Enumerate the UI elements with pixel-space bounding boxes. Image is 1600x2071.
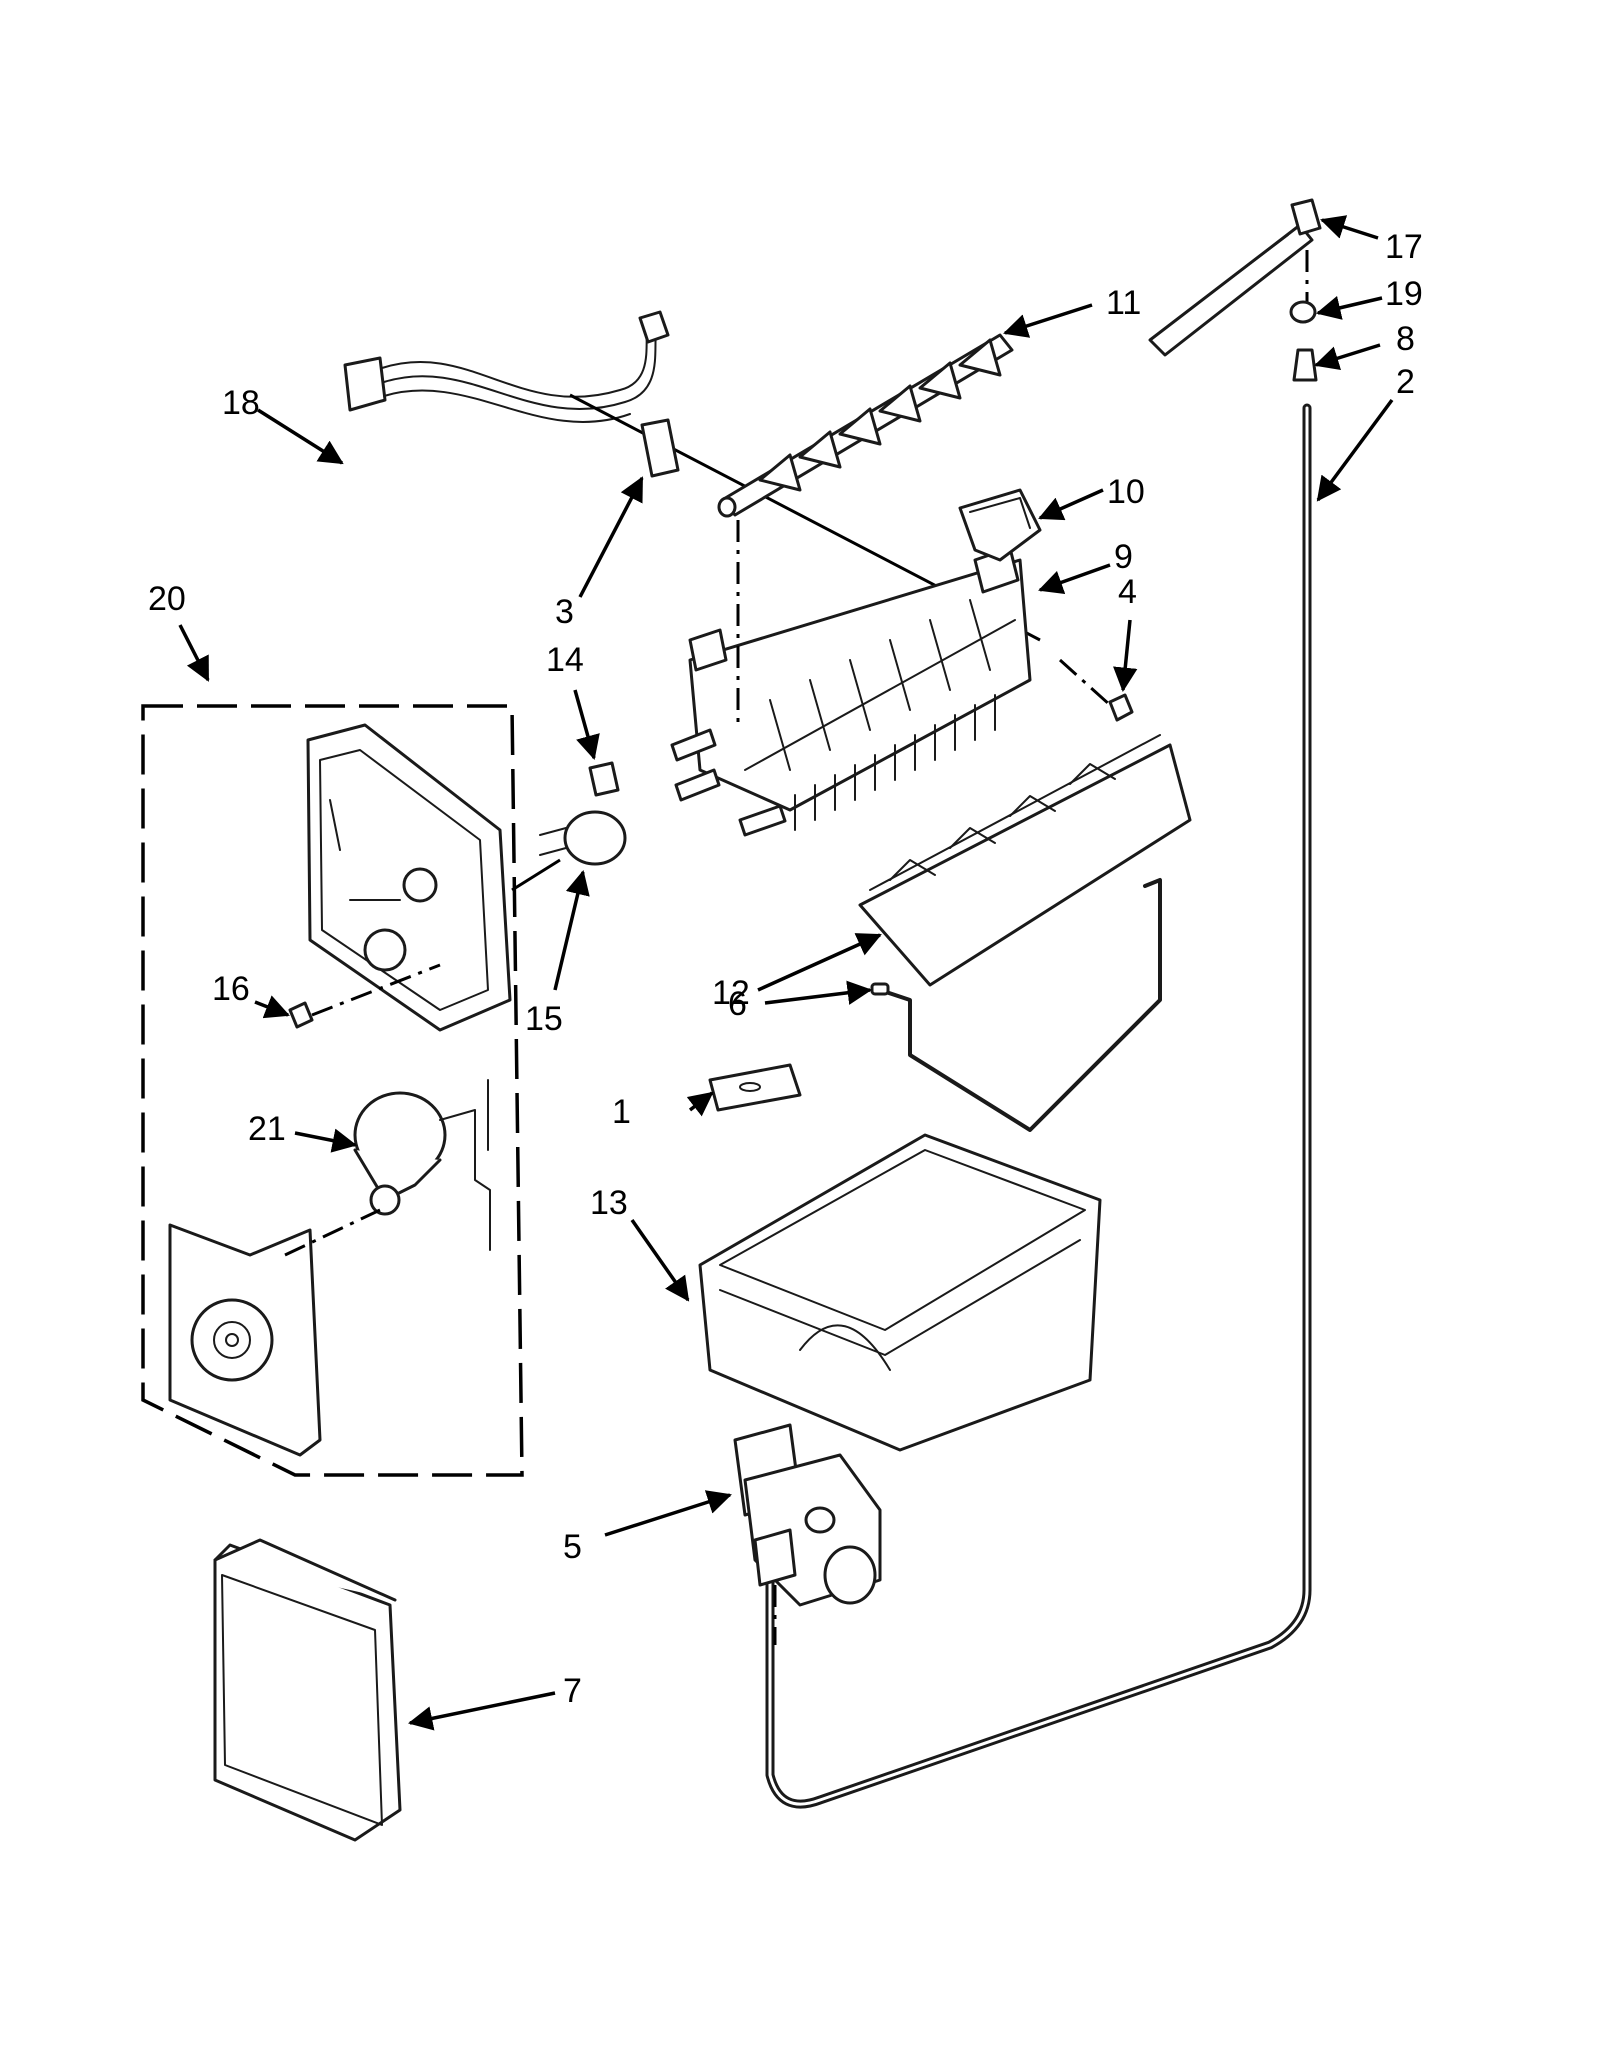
module-housing <box>306 723 512 1032</box>
front-cover <box>213 1538 402 1842</box>
shutoff-arm <box>870 878 1162 1132</box>
callout-4: 4 <box>1118 573 1137 611</box>
heater-leads <box>670 728 787 837</box>
callout-11: 11 <box>1106 284 1141 322</box>
callout-8: 8 <box>1396 320 1415 358</box>
callout-16: 16 <box>212 970 250 1008</box>
callout-10: 10 <box>1107 473 1145 511</box>
thermostat <box>539 761 627 866</box>
callout-2: 2 <box>1396 363 1415 401</box>
ice-bin <box>698 1133 1102 1452</box>
grommet-and-nut <box>1289 300 1318 382</box>
callout-7: 7 <box>563 1672 582 1710</box>
callout-5: 5 <box>563 1528 582 1566</box>
callout-1: 1 <box>612 1093 631 1131</box>
ice-mold <box>688 546 1032 831</box>
callout-18: 18 <box>222 384 260 422</box>
module-plate <box>168 1208 381 1457</box>
ejector-assembly <box>717 333 1014 518</box>
callout-9: 9 <box>1114 538 1133 576</box>
wire-clip <box>640 418 680 478</box>
module-group-outline <box>141 704 524 1477</box>
callout-15: 15 <box>525 1000 563 1038</box>
callout-12: 12 <box>712 974 750 1012</box>
motor <box>353 1079 491 1251</box>
alignment-lines <box>511 520 1112 892</box>
stripper <box>858 734 1192 987</box>
callout-14: 14 <box>546 641 584 679</box>
fill-tube <box>1148 198 1322 357</box>
shield <box>708 1063 802 1112</box>
fill-cup <box>958 488 1042 562</box>
callout-3: 3 <box>555 593 574 631</box>
callout-labels: 1 2 3 4 5 6 7 8 9 10 11 12 13 14 15 16 1… <box>148 228 1423 1710</box>
callout-19: 19 <box>1385 275 1423 313</box>
water-tube <box>765 250 1312 1809</box>
callout-13: 13 <box>590 1184 628 1222</box>
water-valve <box>733 1423 882 1645</box>
callout-17: 17 <box>1385 228 1423 266</box>
callout-20: 20 <box>148 580 186 618</box>
callout-6: 6 <box>728 985 747 1023</box>
callout-21: 21 <box>248 1110 286 1148</box>
screw <box>1108 693 1134 722</box>
leader-arrows <box>178 215 1394 1731</box>
module-screw <box>288 963 441 1029</box>
